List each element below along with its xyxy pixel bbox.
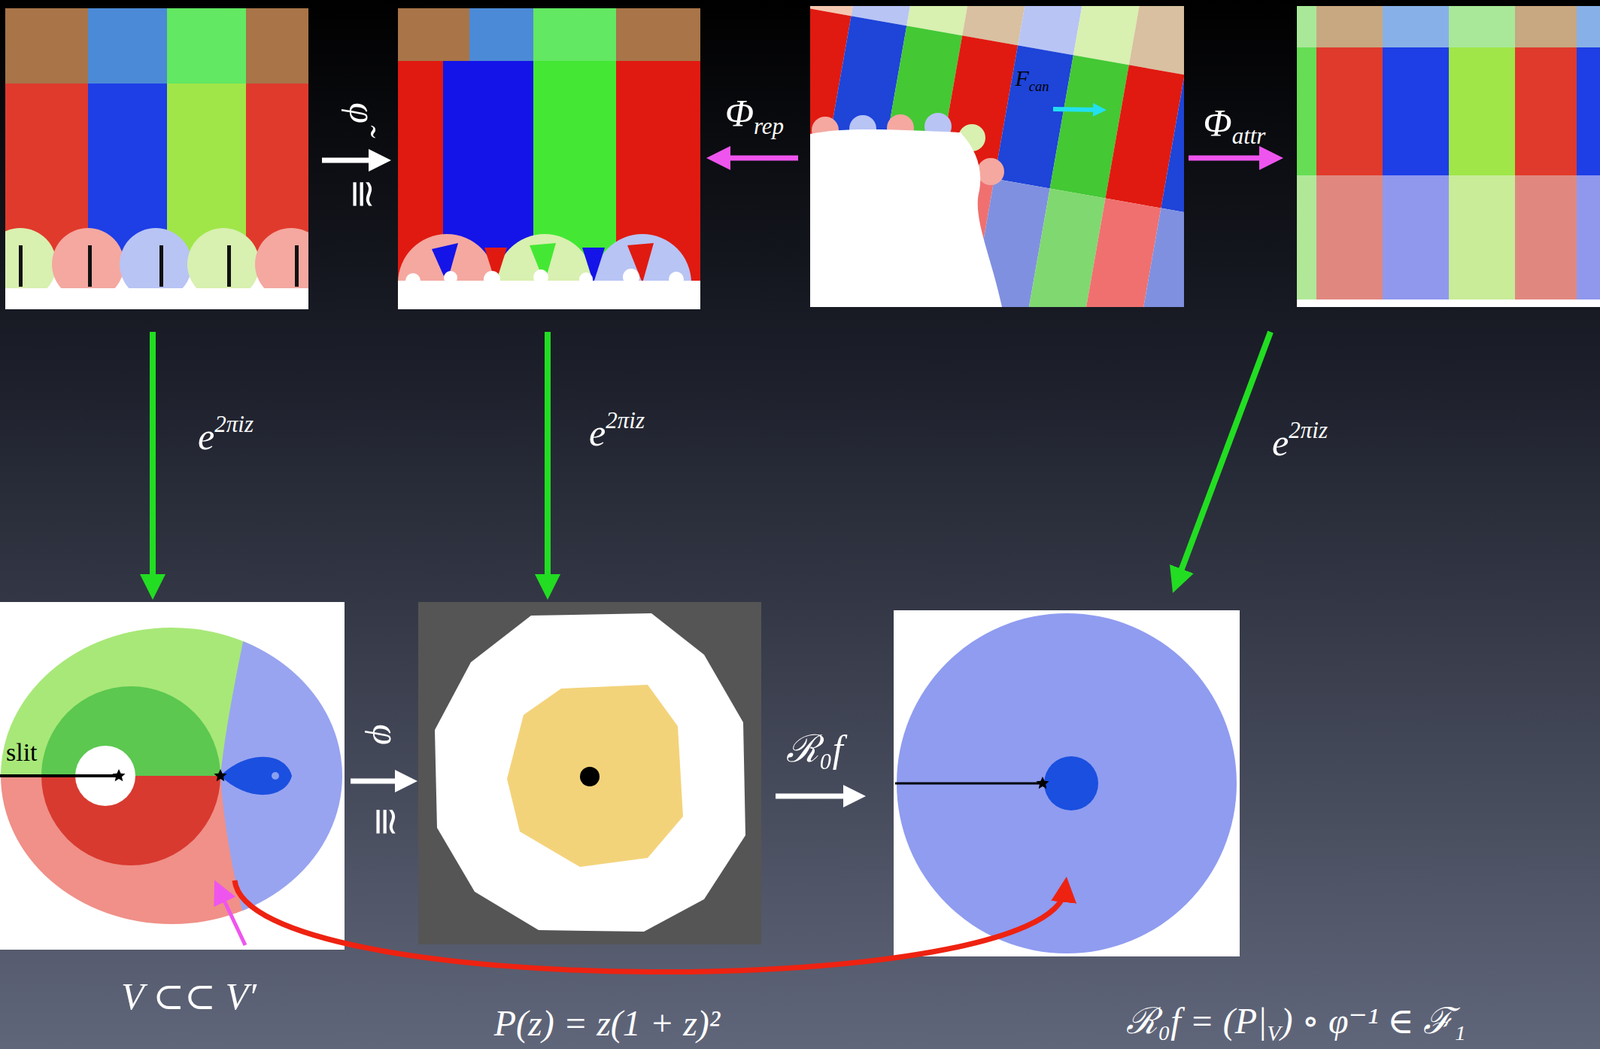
polynomial-domain <box>418 601 762 945</box>
arrows <box>152 157 1272 972</box>
math-label: ≅ <box>364 805 407 838</box>
formula: e2πiz <box>588 413 645 452</box>
formula: slit <box>6 739 38 766</box>
formula: φ <box>367 723 405 745</box>
math-label: φ̃ <box>341 102 384 124</box>
math-label: e <box>1272 421 1289 464</box>
cyan-arrow <box>1053 109 1100 110</box>
panel-three <box>810 6 1185 307</box>
formula: φ̃ <box>343 102 382 124</box>
panel-one <box>5 8 309 310</box>
formula: e2πiz <box>1272 423 1328 462</box>
math-label: ℛ₀f <box>786 727 843 770</box>
formula: Φrep <box>725 94 784 132</box>
math-label: Φ <box>725 91 754 134</box>
math-label: ℛ₀f = (P| <box>1126 1000 1267 1041</box>
math-label: φ <box>364 723 407 745</box>
math-label: F <box>1014 65 1029 91</box>
domain-v <box>0 601 347 950</box>
math-label: slit <box>6 737 38 766</box>
subscript: rep <box>753 112 784 140</box>
math-label: ) ∘ φ⁻¹ ∈ ℱ₁ <box>1281 1000 1467 1041</box>
math-label: P(z) = z(1 + z)² <box>494 1002 720 1043</box>
formula: ≅ <box>367 805 405 838</box>
panel-four <box>1296 6 1600 307</box>
superscript: 2πiz <box>214 410 254 438</box>
panel-two <box>397 8 701 310</box>
formula: Φattr <box>1203 103 1267 142</box>
math-label: V ⊂⊂ V′ <box>121 974 257 1018</box>
formula: P(z) = z(1 + z)² <box>494 1004 720 1042</box>
disk <box>893 610 1240 957</box>
formula: e2πiz <box>197 417 254 456</box>
math-label: e <box>588 411 606 454</box>
math-label: ≅ <box>341 178 384 210</box>
formula: V ⊂⊂ V′ <box>121 977 257 1015</box>
math-label: e <box>197 415 215 458</box>
math-label: Φ <box>1203 101 1233 144</box>
formula: ℛ₀f = (P|V) ∘ φ⁻¹ ∈ ℱ₁ <box>1126 1002 1466 1039</box>
superscript: 2πiz <box>1288 416 1328 444</box>
subscript: V <box>1266 1020 1281 1045</box>
subscript: can <box>1029 78 1050 95</box>
superscript: 2πiz <box>605 406 645 434</box>
formula: ℛ₀f <box>786 729 843 768</box>
formula: ≅ <box>343 178 382 210</box>
formula: Fcan <box>1014 66 1049 90</box>
subscript: attr <box>1232 122 1267 149</box>
